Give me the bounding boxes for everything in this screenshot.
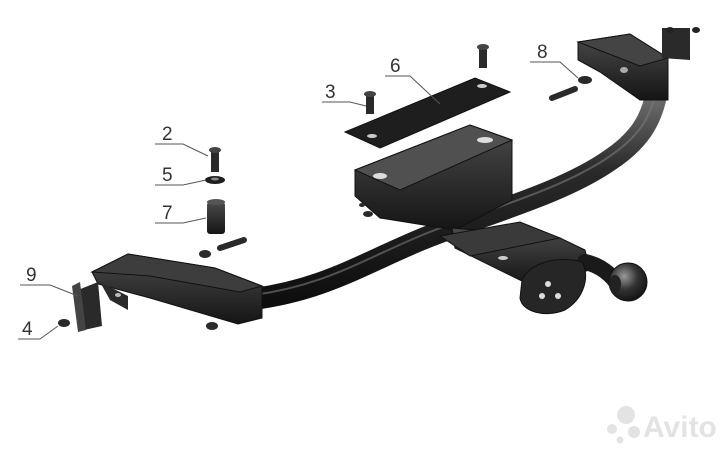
callout-6: 6 xyxy=(390,56,401,77)
watermark: Avito xyxy=(607,406,717,444)
right-bracket xyxy=(576,27,700,101)
bracket-9 xyxy=(72,282,102,332)
nut-4 xyxy=(58,319,70,327)
bolt-left-horizontal xyxy=(199,237,247,258)
callout-4: 4 xyxy=(22,319,33,340)
leader-lines xyxy=(18,61,579,340)
avito-logo-icon xyxy=(607,406,640,444)
bolt-8 xyxy=(549,76,592,101)
socket-plate xyxy=(519,258,587,314)
sleeve-7 xyxy=(207,199,225,234)
bolt-3 xyxy=(364,91,376,114)
crossbar-tube xyxy=(234,89,666,311)
nut-center xyxy=(363,211,373,217)
bolt-top xyxy=(477,44,489,68)
washer-5 xyxy=(205,176,225,184)
callout-2: 2 xyxy=(162,124,173,145)
callout-8: 8 xyxy=(537,42,548,63)
left-bracket xyxy=(90,253,264,325)
bolt-2 xyxy=(209,147,221,172)
tow-ball xyxy=(577,254,648,302)
nut-lower-left xyxy=(206,322,218,330)
callout-5: 5 xyxy=(162,165,173,186)
callout-3: 3 xyxy=(325,82,336,103)
center-mount-box xyxy=(353,124,514,231)
callout-9: 9 xyxy=(26,265,37,286)
callout-7: 7 xyxy=(162,203,173,224)
watermark-text: Avito xyxy=(643,411,717,444)
